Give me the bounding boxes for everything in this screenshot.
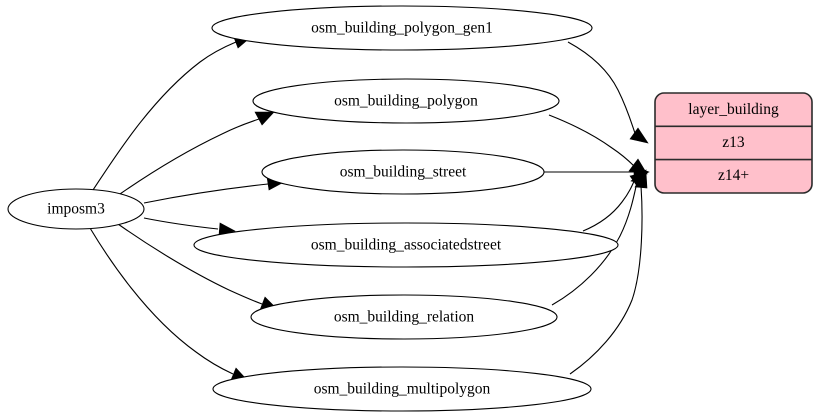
- node-osm-building-multipolygon-label: osm_building_multipolygon: [314, 381, 491, 398]
- node-imposm3-label: imposm3: [47, 201, 105, 218]
- edge-group-tables-to-layer: [544, 41, 650, 375]
- node-osm-building-relation-label: osm_building_relation: [334, 309, 475, 326]
- node-osm-building-polygon-gen1[interactable]: osm_building_polygon_gen1: [211, 5, 593, 51]
- node-osm-building-polygon-gen1-label: osm_building_polygon_gen1: [311, 20, 493, 37]
- layer-building-row-z13: z13: [722, 134, 745, 151]
- node-osm-building-associatedstreet-label: osm_building_associatedstreet: [311, 237, 502, 254]
- node-layer-building[interactable]: layer_building z13 z14+: [654, 92, 813, 194]
- node-osm-building-polygon[interactable]: osm_building_polygon: [252, 78, 560, 124]
- edge-group-source-to-tables: [89, 34, 285, 382]
- edge-imposm3-to-osm-building-street: [143, 176, 285, 204]
- node-osm-building-multipolygon[interactable]: osm_building_multipolygon: [212, 366, 592, 412]
- node-imposm3[interactable]: imposm3: [7, 188, 145, 230]
- node-osm-building-associatedstreet[interactable]: osm_building_associatedstreet: [193, 222, 619, 268]
- edge-imposm3-to-osm-building-polygon-gen1: [92, 34, 253, 191]
- edge-imposm3-to-osm-building-associatedstreet: [143, 217, 236, 236]
- edge-osm-building-polygon-gen1-to-layer-z13: [567, 41, 649, 144]
- node-osm-building-street[interactable]: osm_building_street: [261, 149, 545, 195]
- edge-imposm3-to-osm-building-polygon: [119, 111, 275, 195]
- edge-osm-building-multipolygon-to-layer-z14plus: [569, 171, 648, 375]
- node-group-ellipses: imposm3 osm_building_polygon_gen1 osm_bu…: [7, 5, 619, 412]
- layer-building-title: layer_building: [688, 101, 779, 118]
- node-osm-building-street-label: osm_building_street: [340, 164, 467, 181]
- node-osm-building-relation[interactable]: osm_building_relation: [250, 294, 558, 340]
- layer-building-row-z14plus: z14+: [718, 167, 749, 184]
- node-osm-building-polygon-label: osm_building_polygon: [334, 93, 478, 110]
